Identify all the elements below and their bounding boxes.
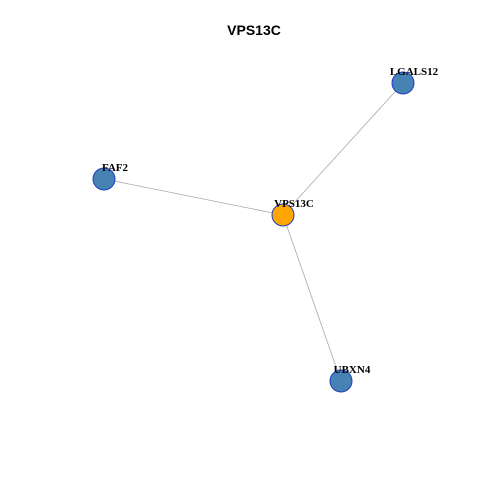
node-lgals12[interactable]: LGALS12 xyxy=(390,66,439,95)
edge-vps13c-faf2 xyxy=(103,178,284,216)
node-circle-faf2[interactable] xyxy=(92,167,116,191)
edge-layer xyxy=(103,82,404,382)
node-ubxn4[interactable]: UBXN4 xyxy=(329,364,371,393)
node-label-lgals12: LGALS12 xyxy=(390,66,439,78)
node-vps13c[interactable]: VPS13C xyxy=(271,198,314,227)
node-label-faf2: FAF2 xyxy=(102,162,129,174)
node-label-vps13c: VPS13C xyxy=(274,198,314,210)
edge-vps13c-ubxn4 xyxy=(282,214,342,382)
diagram-title: VPS13C xyxy=(227,22,281,38)
edge-vps13c-lgals12 xyxy=(282,82,404,216)
node-label-ubxn4: UBXN4 xyxy=(334,364,371,376)
node-circle-vps13c[interactable] xyxy=(271,203,295,227)
node-circle-lgals12[interactable] xyxy=(391,71,415,95)
node-circle-ubxn4[interactable] xyxy=(329,369,353,393)
node-faf2[interactable]: FAF2 xyxy=(92,162,129,191)
